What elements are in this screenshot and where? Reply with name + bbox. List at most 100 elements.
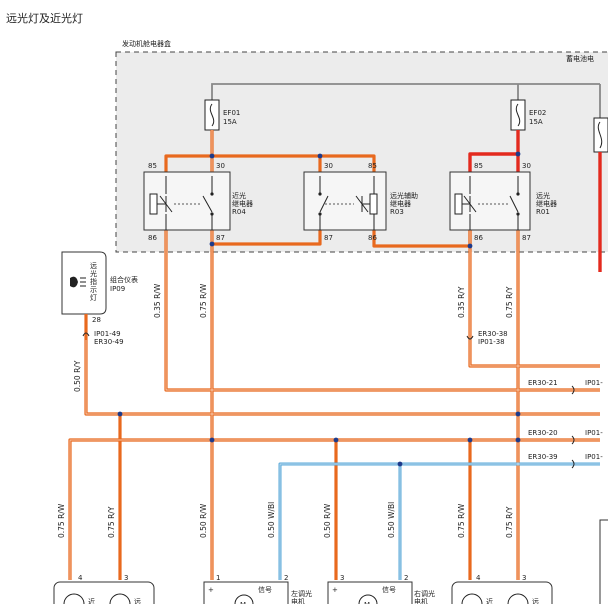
- relay-r04-name-1: 近光: [232, 191, 246, 200]
- svg-text:IP01-38: IP01-38: [478, 338, 505, 346]
- relay-r01-pin86: 86: [474, 234, 483, 242]
- svg-text:M: M: [240, 601, 246, 604]
- highbeam-indicator: 远 光 指 示 灯 组合仪表 IP09 28: [61, 251, 138, 340]
- battery-label: 蓄电池电: [566, 54, 594, 63]
- relay-r03: 30 85 87 86 远光辅助 继电器 R03: [303, 162, 418, 242]
- fuse-ef01-id: EF01: [223, 109, 240, 117]
- svg-text:IP01-49: IP01-49: [94, 330, 121, 338]
- relay-r03-pin86: 86: [368, 234, 377, 242]
- relay-r03-code: R03: [390, 208, 404, 216]
- svg-text:电机: 电机: [291, 597, 305, 604]
- indicator-cluster: 组合仪表: [110, 275, 138, 284]
- relay-r03-name-2: 继电器: [390, 199, 411, 208]
- svg-text:远: 远: [134, 598, 141, 604]
- fuse-ef02-id: EF02: [529, 109, 546, 117]
- engine-box-label: 发动机舱电器盒: [122, 39, 171, 48]
- left-leveling-motor: M + 信号 1 2 左调光 电机: [203, 574, 312, 604]
- connector-row-3: ER30-39 IP01-: [528, 453, 603, 469]
- svg-text:ER30-20: ER30-20: [528, 429, 558, 437]
- svg-text:0.50 R/W: 0.50 R/W: [199, 503, 208, 538]
- svg-text:远: 远: [532, 598, 539, 604]
- svg-text:0.75 R/W: 0.75 R/W: [457, 503, 466, 538]
- relay-r03-pin30: 30: [324, 162, 333, 170]
- indicator-label-4: 示: [90, 286, 97, 294]
- indicator-label-5: 灯: [90, 293, 97, 302]
- svg-text:电机: 电机: [414, 597, 428, 604]
- relay-r01-pin30: 30: [522, 162, 531, 170]
- relay-r03-name-1: 远光辅助: [390, 191, 418, 200]
- svg-text:近: 近: [486, 597, 493, 604]
- relay-r04-pin85: 85: [148, 162, 157, 170]
- fuse-ef01-element: [209, 103, 215, 127]
- svg-text:0.35 R/Y: 0.35 R/Y: [457, 286, 466, 318]
- headlamp-icon: [70, 276, 78, 288]
- svg-text:0.50 W/Bl: 0.50 W/Bl: [267, 502, 276, 538]
- relay-r01: 85 30 86 87 远光 继电器 R01: [449, 162, 557, 242]
- fuse-ef02-rating: 15A: [529, 118, 543, 126]
- svg-text:0.35 R/W: 0.35 R/W: [153, 283, 162, 318]
- right-headlamp: 4 3 近 远: [451, 574, 553, 604]
- connector-row-2: ER30-20 IP01-: [528, 429, 603, 445]
- svg-text:+: +: [332, 586, 338, 594]
- indicator-label-2: 光: [90, 269, 97, 278]
- indicator-label-1: 远: [90, 262, 97, 270]
- svg-text:3: 3: [340, 574, 344, 582]
- svg-text:4: 4: [476, 574, 481, 582]
- svg-text:1: 1: [216, 574, 220, 582]
- splice-left: IP01-49 ER30-49: [82, 330, 124, 346]
- svg-text:ER30-21: ER30-21: [528, 379, 558, 387]
- svg-text:0.50 W/Bl: 0.50 W/Bl: [387, 502, 396, 538]
- svg-text:右调光: 右调光: [414, 589, 435, 598]
- svg-text:ER30-39: ER30-39: [528, 453, 558, 461]
- diagram-title: 远光灯及近光灯: [6, 11, 83, 25]
- relay-r04-name-2: 继电器: [232, 199, 253, 208]
- indicator-pin: 28: [92, 316, 101, 324]
- fuse-ef02-element: [515, 103, 521, 127]
- svg-text:IP01-: IP01-: [585, 453, 603, 461]
- svg-text:左调光: 左调光: [291, 589, 312, 598]
- svg-text:0.75 R/Y: 0.75 R/Y: [107, 506, 116, 538]
- relay-r01-name-2: 继电器: [536, 199, 557, 208]
- relay-r03-pin87: 87: [324, 234, 333, 242]
- svg-text:近: 近: [88, 597, 95, 604]
- relay-r01-pin85: 85: [474, 162, 483, 170]
- relay-r04-pin86: 86: [148, 234, 157, 242]
- svg-text:2: 2: [404, 574, 408, 582]
- right-leveling-motor: M + 信号 3 2 右调光 电机: [327, 574, 435, 604]
- splice-right: ER30-38 IP01-38: [466, 330, 508, 346]
- svg-text:IP01-: IP01-: [585, 429, 603, 437]
- relay-r04-pin87: 87: [216, 234, 225, 242]
- connector-row-1: ER30-21 IP01-: [528, 379, 603, 395]
- wire-r03-87: [212, 230, 322, 246]
- supply-bus-gray: [211, 83, 600, 100]
- svg-text:M: M: [364, 601, 370, 604]
- fuse-main-element: [597, 121, 603, 149]
- svg-text:0.75 R/W: 0.75 R/W: [57, 503, 66, 538]
- right-edge-component: [599, 519, 608, 604]
- wire-r01-85: [468, 152, 518, 172]
- svg-text:信号: 信号: [258, 585, 272, 594]
- left-headlamp: 4 3 近 远: [53, 574, 155, 604]
- svg-text:0.75 R/W: 0.75 R/W: [199, 283, 208, 318]
- wire-stripes: [69, 130, 600, 580]
- svg-text:0.50 R/W: 0.50 R/W: [323, 503, 332, 538]
- relay-r04-pin30: 30: [216, 162, 225, 170]
- relay-r01-code: R01: [536, 208, 550, 216]
- relay-r01-pin87: 87: [522, 234, 531, 242]
- svg-text:4: 4: [78, 574, 83, 582]
- relay-r04-code: R04: [232, 208, 246, 216]
- svg-text:IP01-: IP01-: [585, 379, 603, 387]
- svg-text:3: 3: [124, 574, 128, 582]
- junction-dots: [117, 151, 521, 467]
- svg-text:3: 3: [522, 574, 526, 582]
- wire-highbeam-bus: [84, 340, 600, 416]
- relay-r01-name-1: 远光: [536, 191, 550, 200]
- relay-r03-pin85: 85: [368, 162, 377, 170]
- svg-text:0.50 R/Y: 0.50 R/Y: [73, 360, 82, 392]
- svg-text:+: +: [208, 586, 214, 594]
- relay-r04: 85 30 86 87 近光 继电器 R04: [143, 162, 253, 242]
- fuse-ef01-rating: 15A: [223, 118, 237, 126]
- svg-text:2: 2: [284, 574, 288, 582]
- svg-text:0.75 R/Y: 0.75 R/Y: [505, 286, 514, 318]
